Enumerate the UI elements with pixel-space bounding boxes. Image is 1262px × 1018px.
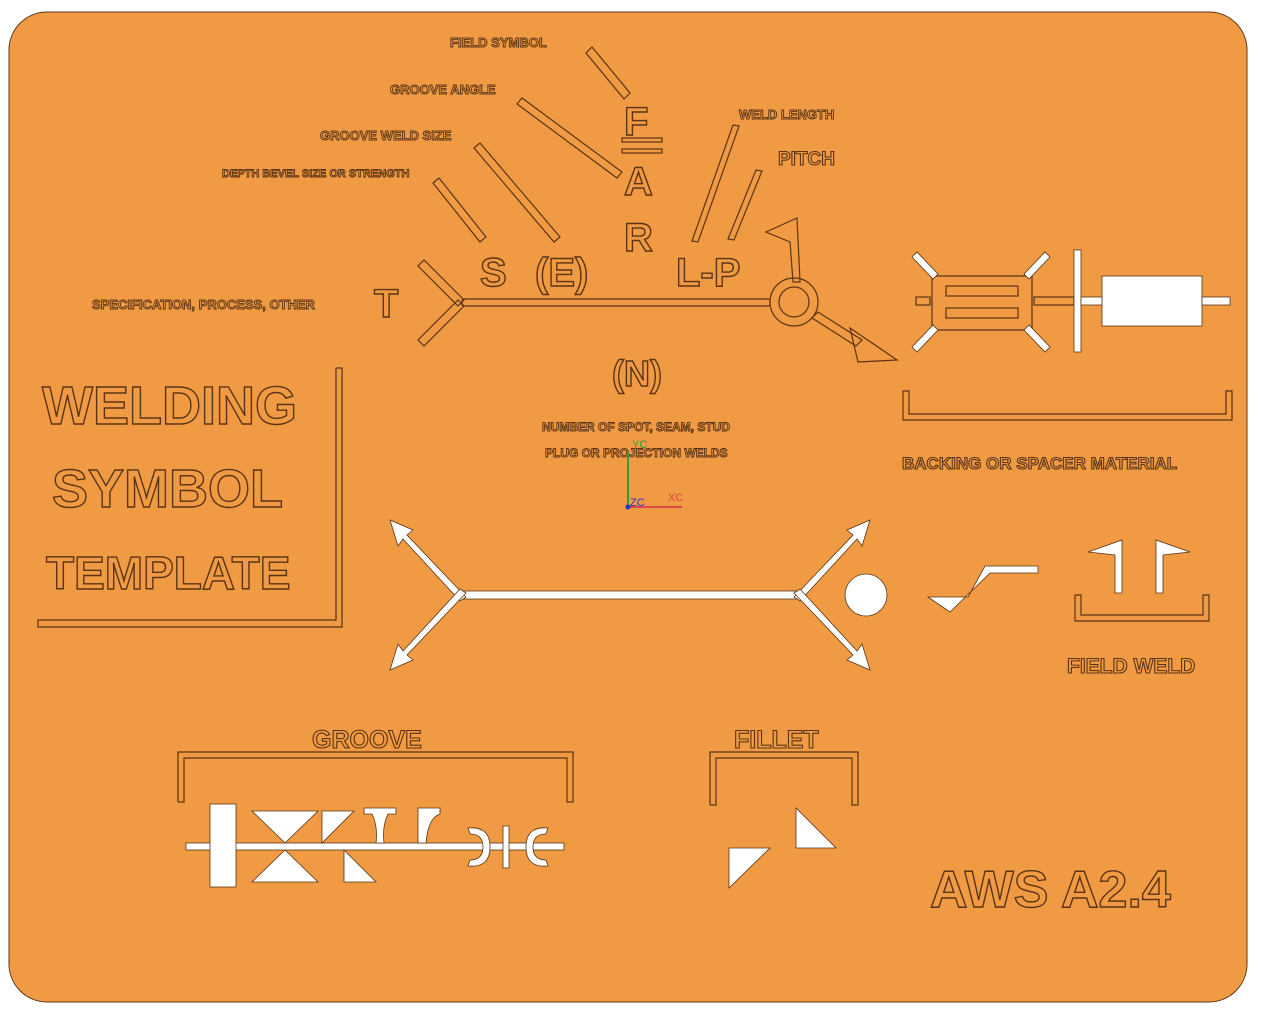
axis-x-label: XC xyxy=(668,492,683,504)
flare-bevel-bar xyxy=(502,825,510,869)
leader-groove-weld-size xyxy=(473,142,561,243)
leader-slots xyxy=(432,46,763,243)
callout-groove-weld-size: GROOVE WELD SIZE xyxy=(320,128,452,143)
section-fillet-label: FILLET xyxy=(734,726,819,754)
bar-under-f xyxy=(621,137,663,143)
weld-all-around-outer xyxy=(769,277,819,327)
backing-tick-lr xyxy=(1023,324,1051,353)
title-welding: WELDING xyxy=(42,376,297,436)
letter-r: R xyxy=(624,216,653,260)
callout-depth-bevel: DEPTH BEVEL SIZE OR STRENGTH xyxy=(222,168,409,180)
backing-slot-lower xyxy=(945,307,1019,319)
v-groove-upper xyxy=(251,810,319,844)
axis-origin xyxy=(625,504,631,510)
flare-v-left xyxy=(467,827,491,867)
backing-line-mid xyxy=(1080,296,1103,306)
square-groove-symbol xyxy=(209,803,237,888)
letter-a: A xyxy=(624,160,653,204)
backing-tick-ur xyxy=(1023,251,1051,280)
section-field-weld-label: FIELD WELD xyxy=(1067,655,1195,678)
field-weld-bracket xyxy=(1074,594,1210,622)
weld-all-around-inner xyxy=(778,286,810,318)
callout-spot-welds-line1: NUMBER OF SPOT, SEAM, STUD xyxy=(542,420,730,434)
groove-line xyxy=(185,842,565,851)
groove-bracket xyxy=(177,751,574,803)
flare-v-right xyxy=(525,827,549,867)
melt-through-symbol xyxy=(926,565,1039,613)
symbol-separator-bars xyxy=(621,137,663,154)
callout-groove-angle: GROOVE ANGLE xyxy=(390,82,496,97)
axis-y-label: YC xyxy=(632,439,647,451)
backing-slot-upper xyxy=(945,285,1019,297)
bar-under-a xyxy=(621,148,663,154)
arrow-head xyxy=(849,326,899,363)
letter-lp: L-P xyxy=(676,251,740,295)
letter-t: T xyxy=(374,282,398,326)
field-flag xyxy=(764,217,801,283)
callout-backing: BACKING OR SPACER MATERIAL xyxy=(902,454,1177,473)
leader-groove-angle xyxy=(516,97,623,179)
v-groove-lower xyxy=(251,849,319,883)
callout-field-symbol: FIELD SYMBOL xyxy=(450,35,547,50)
coordinate-axes: YC XC ZC xyxy=(625,439,683,510)
large-arrow-lower-left xyxy=(389,588,467,671)
letter-f: F xyxy=(624,100,648,144)
section-groove-label: GROOVE xyxy=(312,726,422,754)
large-arrow-upper-left xyxy=(389,519,467,602)
leader-field-symbol xyxy=(585,46,631,100)
leader-weld-length xyxy=(691,124,740,243)
large-arrow-lower-right xyxy=(793,588,871,671)
backing-line-left xyxy=(915,296,931,306)
leader-depth-bevel xyxy=(432,177,487,243)
title-symbol: SYMBOL xyxy=(52,459,283,519)
leader-pitch xyxy=(727,169,763,241)
cutouts xyxy=(185,249,1231,889)
j-groove-symbol xyxy=(417,807,441,844)
callout-specification: SPECIFICATION, PROCESS, OTHER xyxy=(92,297,316,312)
u-groove-symbol xyxy=(363,807,397,844)
backing-rect xyxy=(1101,275,1203,327)
callout-spot-welds-line2: PLUG OR PROJECTION WELDS xyxy=(545,446,728,460)
field-flag-left xyxy=(1087,539,1123,594)
reference-line-slot xyxy=(417,217,899,363)
letter-n: (N) xyxy=(612,353,662,394)
bevel-groove-lower xyxy=(343,849,377,883)
axis-z-label: ZC xyxy=(630,497,645,509)
bevel-groove-upper xyxy=(321,810,355,844)
backing-bracket xyxy=(902,390,1233,421)
large-arrow-upper-right xyxy=(793,519,871,602)
spacer-bar xyxy=(1073,249,1082,353)
backing-tick-ul xyxy=(911,251,939,280)
backing-line-end xyxy=(1201,296,1231,306)
callout-weld-length: WELD LENGTH xyxy=(739,107,834,122)
fillet-bracket xyxy=(709,751,859,806)
large-reference-line xyxy=(461,590,799,600)
callout-pitch: PITCH xyxy=(778,149,835,170)
standard-label: AWS A2.4 xyxy=(930,861,1171,919)
tail-upper xyxy=(417,259,465,307)
letter-e: (E) xyxy=(535,251,588,295)
letter-s: S xyxy=(480,251,507,295)
tail-lower xyxy=(417,299,465,347)
fillet-upper xyxy=(795,807,837,849)
field-flag-right xyxy=(1155,539,1191,594)
fillet-lower xyxy=(728,847,771,889)
weld-all-around-disc xyxy=(844,573,888,617)
title-bracket xyxy=(37,367,343,628)
backing-tick-ll xyxy=(911,324,939,353)
arrow-shaft xyxy=(811,311,863,347)
title-template: TEMPLATE xyxy=(46,547,290,599)
